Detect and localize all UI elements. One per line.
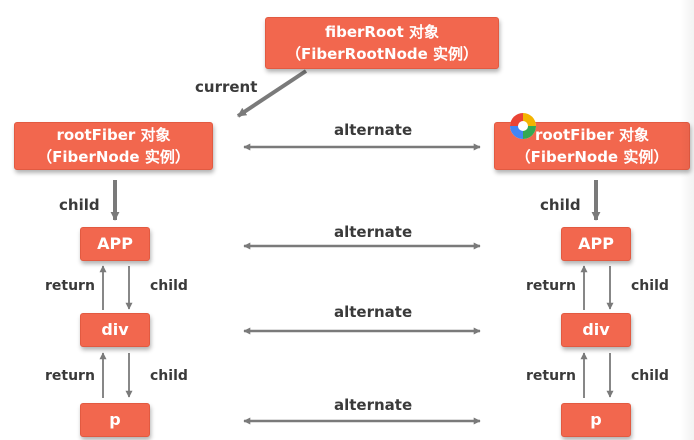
right-p-label: p bbox=[590, 410, 602, 429]
root-fiber-left-subtitle: （FiberNode 实例） bbox=[37, 148, 190, 166]
current-arrow bbox=[236, 69, 308, 118]
left-return-label-2: return bbox=[45, 368, 95, 384]
fiber-root-node: fiberRoot 对象 （FiberRootNode 实例） bbox=[265, 17, 499, 69]
alternate-label-div: alternate bbox=[334, 303, 413, 321]
left-child-label-1: child bbox=[150, 278, 188, 294]
current-label: current bbox=[195, 78, 258, 96]
right-p-node: p bbox=[561, 403, 631, 437]
right-child-label-1: child bbox=[631, 278, 669, 294]
left-return-label-1: return bbox=[45, 278, 95, 294]
right-child-label-root: child bbox=[540, 196, 581, 214]
right-div-node: div bbox=[561, 313, 631, 347]
left-p-node: p bbox=[80, 403, 150, 437]
edge-shadow bbox=[680, 0, 694, 440]
root-fiber-right-title: rootFiber 对象 bbox=[534, 126, 650, 144]
left-p-label: p bbox=[109, 410, 121, 429]
root-fiber-left-title: rootFiber 对象 bbox=[56, 126, 171, 144]
alternate-label-p: alternate bbox=[334, 396, 413, 414]
right-app-node: APP bbox=[561, 227, 631, 261]
left-child-label-root: child bbox=[59, 196, 100, 214]
right-app-label: APP bbox=[578, 234, 614, 253]
fiber-root-title: fiberRoot 对象 bbox=[325, 23, 439, 41]
alternate-label-app: alternate bbox=[334, 223, 413, 241]
root-fiber-left-node: rootFiber 对象 （FiberNode 实例） bbox=[14, 122, 213, 170]
right-return-label-1: return bbox=[526, 278, 576, 294]
alternate-label-rootfiber: alternate bbox=[334, 121, 413, 139]
left-app-label: APP bbox=[97, 234, 133, 253]
left-app-node: APP bbox=[80, 227, 150, 261]
right-child-label-2: child bbox=[631, 368, 669, 384]
left-child-label-2: child bbox=[150, 368, 188, 384]
root-fiber-right-node: rootFiber 对象 （FiberNode 实例） bbox=[494, 122, 690, 170]
right-div-label: div bbox=[582, 320, 610, 339]
left-div-node: div bbox=[80, 313, 150, 347]
root-fiber-right-subtitle: （FiberNode 实例） bbox=[515, 148, 669, 166]
fiber-root-subtitle: （FiberRootNode 实例） bbox=[285, 45, 479, 63]
left-div-label: div bbox=[101, 320, 129, 339]
color-wheel-icon bbox=[510, 113, 536, 139]
right-return-label-2: return bbox=[526, 368, 576, 384]
